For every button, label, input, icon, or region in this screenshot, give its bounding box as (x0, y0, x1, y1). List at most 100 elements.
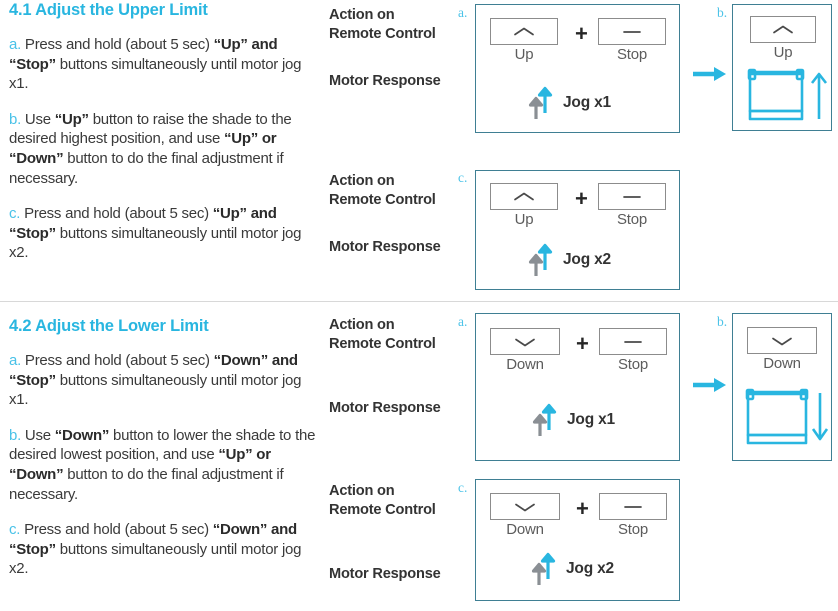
result-remote-button[interactable]: Up (750, 16, 816, 61)
button-cap (599, 328, 667, 355)
remote-button-stop[interactable]: Stop (598, 18, 666, 63)
step-tag-a: a. (458, 314, 468, 329)
labels-step-a: Action on Remote Control Motor Response (329, 6, 454, 91)
chevron-down-icon (748, 335, 816, 346)
jog-indicator: Jog x1 (528, 86, 611, 120)
button-label: Down (763, 355, 801, 372)
result-remote-button[interactable]: Down (747, 327, 817, 372)
button-label: Stop (616, 211, 648, 228)
plus-operator: + (576, 496, 589, 521)
jog-arrows-icon (531, 552, 556, 585)
button-label: Stop (617, 356, 649, 373)
chevron-down-icon (491, 336, 559, 347)
remote-button-down[interactable]: Down (490, 493, 560, 538)
motor-response-label: Motor Response (329, 73, 441, 89)
button-label: Stop (617, 521, 649, 538)
plus-operator: + (575, 21, 588, 46)
paragraph-b: b. Use “Up” button to raise the shade to… (9, 110, 292, 187)
remote-button-stop[interactable]: Stop (599, 493, 667, 538)
plus-operator: + (575, 186, 588, 211)
button-cap (490, 493, 560, 520)
diagram-box-step-c: Up + Stop Jog x2 (475, 170, 680, 290)
labels-step-c: Action on Remote Control Motor Response (329, 172, 454, 257)
dash-icon (599, 194, 665, 200)
button-cap (598, 18, 666, 45)
button-label: Up (773, 44, 793, 61)
jog-label: Jog x2 (563, 251, 611, 268)
remote-button-stop[interactable]: Stop (599, 328, 667, 373)
button-label: Down (506, 521, 544, 538)
paragraph-marker: b. (9, 110, 22, 128)
result-box-lower: Down (732, 313, 832, 461)
text-column-upper: 4.1 Adjust the Upper Limit a. Press and … (9, 0, 319, 263)
button-cap (747, 327, 817, 354)
action-label-line1: Action on (329, 317, 395, 333)
button-label: Up (514, 211, 534, 228)
action-label-line1: Action on (329, 173, 395, 189)
button-cap (750, 16, 816, 43)
paragraph-marker: b. (9, 426, 22, 444)
remote-button-down[interactable]: Down (490, 328, 560, 373)
motor-response-label: Motor Response (329, 239, 441, 255)
text-column-lower: 4.2 Adjust the Lower Limit a. Press and … (9, 316, 319, 579)
paragraph-marker: c. (9, 205, 21, 223)
button-cap (598, 183, 666, 210)
action-label-line2: Remote Control (329, 336, 436, 352)
plus-operator: + (576, 331, 589, 356)
diagram-box-step-a: Down + Stop Jog x1 (475, 313, 680, 461)
jog-indicator: Jog x2 (528, 243, 611, 277)
section-title: 4.2 Adjust the Lower Limit (9, 317, 209, 335)
paragraph-a: a. Press and hold (about 5 sec) “Down” a… (9, 352, 302, 409)
button-cap (490, 183, 558, 210)
section-upper-limit: 4.1 Adjust the Upper Limit a. Press and … (0, 0, 838, 301)
paragraph-c: c. Press and hold (about 5 sec) “Down” a… (9, 521, 302, 578)
motor-response-label: Motor Response (329, 400, 441, 416)
chevron-down-icon (491, 501, 559, 512)
section-lower-limit: 4.2 Adjust the Lower Limit a. Press and … (0, 302, 838, 611)
button-cap (599, 493, 667, 520)
diagram-box-step-a: Up + Stop Jog x1 (475, 4, 680, 133)
action-label-line1: Action on (329, 483, 395, 499)
button-label: Stop (616, 46, 648, 63)
shade-illustration-up (747, 68, 828, 121)
paragraph-marker: a. (9, 36, 22, 53)
shade-illustration-down (745, 388, 829, 445)
chevron-up-icon (751, 24, 815, 35)
action-label-line2: Remote Control (329, 192, 436, 208)
result-tag-b: b. (717, 5, 728, 20)
step-tag-c: c. (458, 170, 468, 185)
flow-arrow-lower (692, 375, 728, 400)
action-label-line2: Remote Control (329, 26, 436, 42)
button-cap (490, 328, 560, 355)
button-label: Up (514, 46, 534, 63)
result-tag-b: b. (717, 314, 728, 329)
remote-button-up[interactable]: Up (490, 18, 558, 63)
labels-step-a: Action on Remote Control Motor Response (329, 316, 454, 418)
jog-label: Jog x2 (566, 560, 614, 577)
diagram-box-step-c: Down + Stop Jog x2 (475, 479, 680, 601)
step-tag-a: a. (458, 5, 468, 20)
section-divider (0, 301, 838, 302)
chevron-up-icon (491, 191, 557, 202)
remote-button-up[interactable]: Up (490, 183, 558, 228)
jog-label: Jog x1 (567, 411, 615, 428)
labels-step-c: Action on Remote Control Motor Response (329, 482, 454, 584)
paragraph-marker: c. (9, 521, 21, 539)
jog-arrows-icon (528, 243, 553, 276)
action-label-line1: Action on (329, 7, 395, 23)
motor-response-label: Motor Response (329, 566, 441, 582)
jog-indicator: Jog x2 (531, 552, 614, 586)
paragraph-marker: a. (9, 352, 22, 369)
remote-button-stop[interactable]: Stop (598, 183, 666, 228)
paragraph-c: c. Press and hold (about 5 sec) “Up” and… (9, 205, 302, 262)
jog-arrows-icon (532, 403, 557, 436)
button-cap (490, 18, 558, 45)
action-label-line2: Remote Control (329, 502, 436, 518)
result-box-upper: Up (732, 4, 832, 131)
jog-label: Jog x1 (563, 94, 611, 111)
step-tag-c: c. (458, 480, 468, 495)
dash-icon (600, 339, 666, 345)
chevron-up-icon (491, 26, 557, 37)
section-title: 4.1 Adjust the Upper Limit (9, 1, 208, 19)
